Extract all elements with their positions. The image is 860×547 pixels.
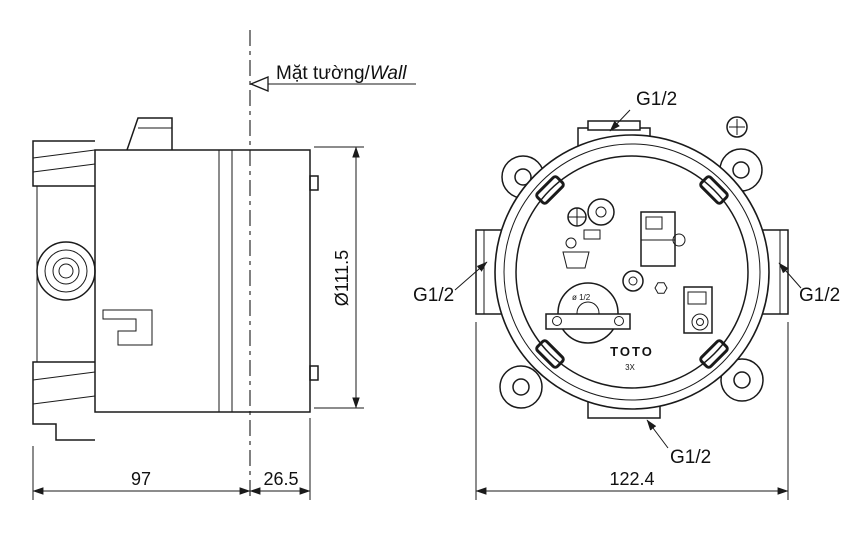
front-middle-ring — [503, 143, 761, 401]
ring-clamps — [535, 175, 729, 369]
front-view: ø 1/2 TOTO 3X — [475, 116, 789, 419]
side-hook-clip — [102, 309, 153, 346]
dim-width: 122.4 — [475, 322, 789, 500]
valve-mechanism: ø 1/2 — [545, 198, 713, 344]
mount-lobe-bottom-left — [499, 365, 543, 409]
port-label-right: G1/2 — [799, 285, 840, 306]
dim-diameter: Ø111.5 — [314, 146, 364, 409]
center-port — [622, 270, 644, 292]
dim-width-value: 122.4 — [609, 469, 654, 489]
wall-label-vi: Mặt tường/ — [276, 63, 371, 84]
side-boss — [36, 241, 96, 301]
port-label-left: G1/2 — [413, 285, 454, 306]
screw-icon — [726, 116, 748, 138]
wall-arrow-icon — [249, 76, 269, 92]
dim-depth-body-value: 97 — [131, 469, 151, 489]
mount-lobe-bottom-right — [720, 358, 764, 402]
port-label-bottom: G1/2 — [670, 447, 711, 468]
side-bottom-flange — [32, 361, 96, 441]
port-callout-right: G1/2 — [778, 262, 840, 306]
dim-diameter-value: Ø111.5 — [332, 250, 352, 306]
hex-nut-icon — [654, 282, 668, 294]
port-size-label: ø 1/2 — [572, 293, 591, 302]
side-top-flange — [32, 140, 96, 187]
port-label-top: G1/2 — [636, 89, 677, 110]
dim-depth: 97 26.5 — [32, 418, 311, 500]
mold-mark: 3X — [625, 363, 635, 372]
dim-depth-front-value: 26.5 — [263, 469, 298, 489]
wall-callout: Mặt tường/Wall — [249, 63, 416, 92]
side-view — [32, 117, 319, 441]
front-inner-ring — [515, 155, 749, 389]
port-callout-top: G1/2 — [609, 89, 677, 132]
front-outer-circle — [494, 134, 770, 410]
port-callout-left: G1/2 — [413, 261, 488, 306]
side-body-outline — [94, 149, 311, 413]
side-top-clip — [126, 117, 173, 151]
port-callout-bottom: G1/2 — [646, 419, 711, 468]
wall-label: Mặt tường/Wall — [276, 63, 407, 84]
brand-logo: TOTO — [610, 344, 654, 359]
wall-label-en: Wall — [370, 63, 407, 84]
